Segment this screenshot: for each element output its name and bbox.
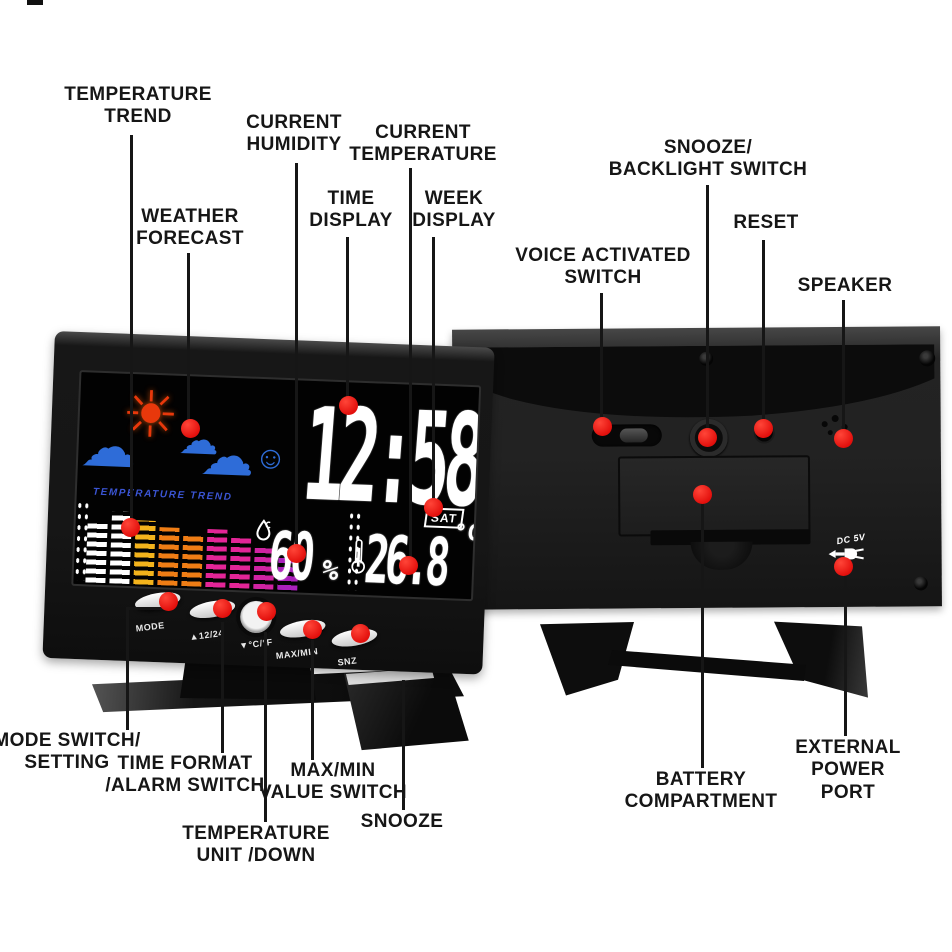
clock-back-view: DC 5V xyxy=(452,326,942,610)
screw-top-right xyxy=(919,350,936,367)
leader-external-power xyxy=(844,574,847,736)
callout-dot-forecast xyxy=(181,419,200,438)
label-current-humidity: CURRENT HUMIDITY xyxy=(246,112,342,156)
callout-dot-mode-btn xyxy=(159,592,178,611)
humidity-unit: % xyxy=(320,553,341,588)
callout-dot-trend xyxy=(121,518,140,537)
leader-snooze xyxy=(402,680,405,810)
leader-time-format xyxy=(221,622,224,753)
label-voice-activated-switch: VOICE ACTIVATED SWITCH xyxy=(515,245,691,289)
back-stand-crossbar xyxy=(608,650,806,682)
callout-dot-1224-btn xyxy=(213,599,232,618)
clock-front-view: ☀ ☁ ☁ ☁ ☺ TEMPERATURE TREND 12:58 SAT 60… xyxy=(42,331,495,675)
power-plug-icon xyxy=(828,548,864,560)
speaker-hole xyxy=(827,430,833,436)
callout-dot-reset xyxy=(754,419,773,438)
label-snooze: SNOOZE xyxy=(360,811,444,832)
alarm-1224-button-label: ▲12/24 xyxy=(188,628,225,643)
label-time-display: TIME DISPLAY xyxy=(309,188,393,232)
leader-voice-activated xyxy=(600,293,603,426)
callout-dot-humidity xyxy=(287,544,306,563)
leader-snooze-backlight xyxy=(706,185,709,437)
callout-dot-time xyxy=(339,396,358,415)
temperature-unit-readout: °C xyxy=(452,520,482,547)
callout-dot-week xyxy=(424,498,443,517)
leader-mode-switch-v xyxy=(126,607,129,730)
leader-week-display xyxy=(432,237,435,507)
snz-button-label: SNZ xyxy=(337,655,358,668)
label-temperature-trend: TEMPERATURE TREND xyxy=(64,84,212,128)
callout-dot-snooze-back xyxy=(698,428,717,447)
back-top-recess xyxy=(458,344,935,418)
label-time-format-alarm-switch: TIME FORMAT /ALARM SWITCH xyxy=(105,753,265,797)
label-speaker: SPEAKER xyxy=(797,275,893,296)
label-reset: RESET xyxy=(733,212,799,233)
label-snooze-backlight-switch: SNOOZE/ BACKLIGHT SWITCH xyxy=(608,137,808,181)
leader-time-display xyxy=(346,237,349,406)
leader-current-humidity xyxy=(295,163,298,553)
callout-dot-voice xyxy=(593,417,612,436)
trend-bar xyxy=(229,537,252,589)
cloud-icon: ☁ xyxy=(79,414,138,480)
droplet-icon xyxy=(256,519,271,541)
leader-mode-switch-h xyxy=(126,607,164,610)
callout-dot-speaker xyxy=(834,429,853,448)
corner-crop-mark xyxy=(27,0,43,5)
label-temperature-unit-down: TEMPERATURE UNIT /DOWN xyxy=(182,823,330,867)
leader-reset xyxy=(762,240,765,428)
thermometer-icon xyxy=(351,539,365,574)
callout-dot-dc-port xyxy=(834,557,853,576)
callout-dot-maxmin-btn xyxy=(303,620,322,639)
leader-weather-forecast xyxy=(187,253,190,428)
slider-knob[interactable] xyxy=(619,428,648,443)
trend-bar xyxy=(85,522,108,584)
label-external-power-port: EXTERNAL POWER PORT xyxy=(795,737,901,803)
callout-dot-battery xyxy=(693,485,712,504)
leader-speaker xyxy=(842,300,845,438)
label-week-display: WEEK DISPLAY xyxy=(412,188,496,232)
back-stand-right-leg xyxy=(774,621,868,698)
label-weather-forecast: WEATHER FORECAST xyxy=(136,206,244,250)
mode-button-label: MODE xyxy=(135,620,166,634)
label-mode-switch-setting: MODE SWITCH/ SETTING xyxy=(0,730,141,774)
leader-max-min xyxy=(311,640,314,760)
trend-bar xyxy=(157,527,180,586)
leader-temperature-trend xyxy=(130,135,133,527)
label-battery-compartment: BATTERY COMPARTMENT xyxy=(624,769,778,813)
speaker-hole xyxy=(821,421,828,428)
battery-compartment-door[interactable] xyxy=(617,455,811,537)
trend-bar xyxy=(181,534,204,587)
smiley-icon: ☺ xyxy=(253,438,288,476)
lcd-screen: ☀ ☁ ☁ ☁ ☺ TEMPERATURE TREND 12:58 SAT 60… xyxy=(71,369,482,602)
screw-bottom-right xyxy=(913,576,928,591)
battery-door-latch xyxy=(690,541,753,571)
dc-5v-label: DC 5V xyxy=(835,531,867,547)
trend-bar xyxy=(205,529,228,588)
label-max-min-value-switch: MAX/MIN VALUE SWITCH xyxy=(259,760,407,804)
temp-unit-button-label: ▼°C/°F xyxy=(238,636,274,651)
leader-current-temperature xyxy=(409,168,412,565)
callout-dot-cf-btn xyxy=(257,602,276,621)
speaker-hole xyxy=(831,415,839,423)
leader-battery xyxy=(701,502,704,768)
callout-dot-temperature xyxy=(399,556,418,575)
leader-temperature-unit xyxy=(264,632,267,822)
cloud-icon: ☁ xyxy=(199,425,256,488)
label-current-temperature: CURRENT TEMPERATURE xyxy=(349,122,497,166)
callout-dot-snz-btn xyxy=(351,624,370,643)
